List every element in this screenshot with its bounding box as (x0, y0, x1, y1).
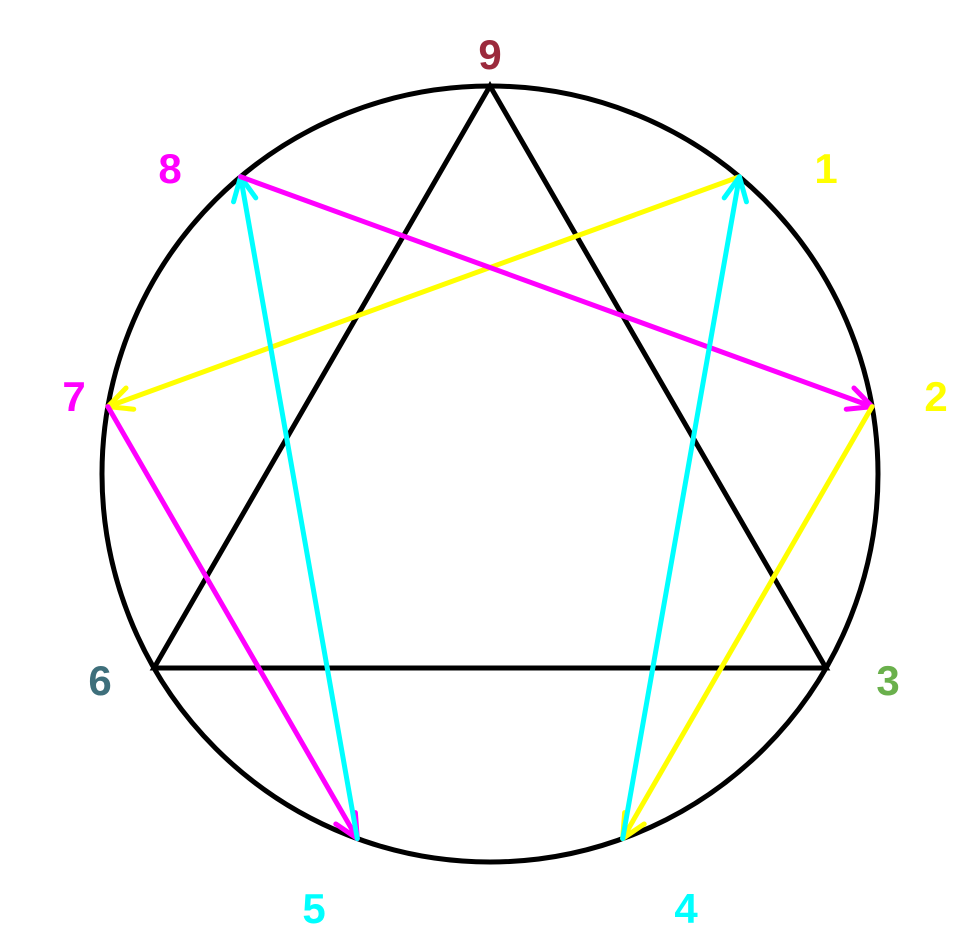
point-label-1: 1 (814, 145, 837, 192)
point-label-4: 4 (674, 885, 698, 932)
arrow-line (620, 404, 875, 842)
arrowhead (721, 174, 749, 205)
arrow-4-to-1 (620, 174, 749, 842)
point-label-7: 7 (62, 373, 85, 420)
point-label-9: 9 (478, 31, 501, 78)
arrow-line (105, 174, 742, 410)
outer-circle (99, 83, 881, 865)
arrow-line (238, 174, 360, 842)
point-label-6: 6 (88, 657, 111, 704)
point-label-3: 3 (876, 657, 899, 704)
point-label-2: 2 (924, 373, 947, 420)
inner-triangle (149, 81, 831, 671)
arrow-line (620, 174, 742, 842)
shapes-layer (99, 81, 881, 865)
labels-layer: 9 1 2 3 4 5 6 7 8 (62, 31, 947, 932)
point-label-8: 8 (158, 145, 181, 192)
point-label-5: 5 (302, 885, 325, 932)
arrow-line (105, 404, 360, 842)
arrow-5-to-8 (231, 174, 360, 842)
arrows-layer (105, 174, 875, 842)
arrow-line (238, 174, 875, 410)
